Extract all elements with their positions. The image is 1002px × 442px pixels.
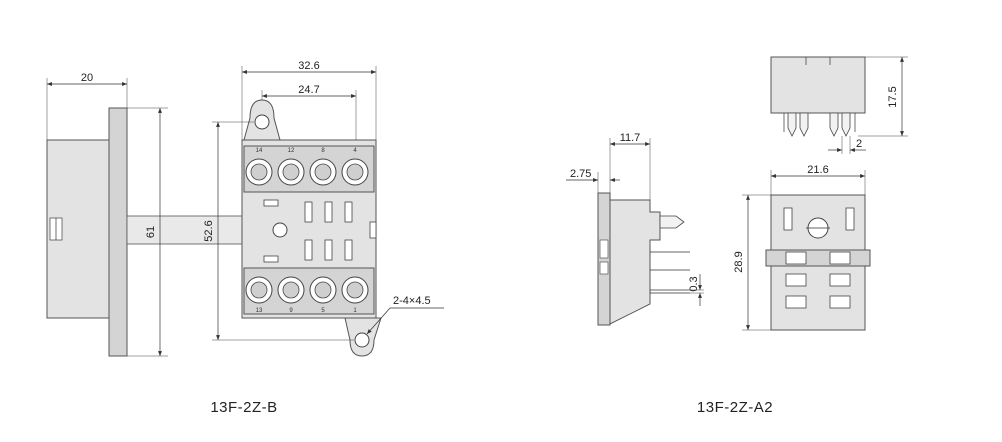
terminal-label: 14 bbox=[256, 148, 263, 154]
a2-pin-pitch-label: 2 bbox=[856, 138, 862, 150]
b-holes-label: 2-4×4.5 bbox=[393, 295, 431, 307]
a2-side-body bbox=[609, 199, 661, 325]
terminal-label: 12 bbox=[288, 148, 295, 154]
b-depth-label: 20 bbox=[81, 72, 93, 84]
terminal-label: 4 bbox=[353, 148, 357, 154]
a2-front-view: 21.6 28.9 bbox=[733, 164, 871, 331]
b-holes-leader bbox=[366, 307, 391, 335]
a2-flange-label: 2.75 bbox=[570, 168, 591, 180]
b-din-rail bbox=[126, 215, 258, 245]
a2-width-label: 21.6 bbox=[807, 164, 828, 176]
a2-pin bbox=[787, 112, 797, 137]
a2-top-view: 17.5 2 bbox=[770, 56, 908, 154]
b-side-flange bbox=[108, 107, 128, 357]
b-top-mount-hole bbox=[254, 114, 270, 130]
terminal: 1 bbox=[341, 276, 369, 314]
terminal: 14 bbox=[245, 148, 273, 186]
a2-height-label: 28.9 bbox=[733, 251, 745, 272]
right-model-caption: 13F-2Z-A2 bbox=[697, 399, 773, 416]
terminal-label: 9 bbox=[289, 308, 293, 314]
a2-pin bbox=[829, 112, 839, 137]
terminal: 4 bbox=[341, 148, 369, 186]
terminal: 5 bbox=[309, 276, 337, 314]
b-front-view: 14 12 8 4 bbox=[203, 60, 444, 357]
b-center-socket bbox=[263, 199, 377, 263]
terminal: 8 bbox=[309, 148, 337, 186]
a2-clip-slot bbox=[845, 207, 855, 231]
terminal-label: 1 bbox=[353, 308, 357, 314]
a2-pin bbox=[841, 112, 851, 137]
b-bottom-mount-hole bbox=[354, 332, 370, 348]
terminal-label: 13 bbox=[256, 308, 263, 314]
b-pitch-label: 24.7 bbox=[298, 84, 319, 96]
a2-side-view: 11.7 2.75 0.3 bbox=[566, 132, 704, 326]
b-center-key-hole bbox=[272, 222, 288, 238]
b-side-view: 20 61 bbox=[46, 72, 258, 357]
b-bottom-terminals: 13 9 5 1 bbox=[243, 267, 375, 315]
terminal: 9 bbox=[277, 276, 305, 314]
terminal: 12 bbox=[277, 148, 305, 186]
left-model-caption: 13F-2Z-B bbox=[210, 399, 277, 416]
a2-pin-height-label: 17.5 bbox=[887, 86, 899, 107]
a2-side-flange bbox=[597, 192, 611, 326]
a2-depth-label: 11.7 bbox=[620, 132, 641, 144]
b-width-label: 32.6 bbox=[298, 60, 319, 72]
a2-pin bbox=[799, 112, 809, 137]
b-height-label: 61 bbox=[145, 226, 157, 238]
terminal: 13 bbox=[245, 276, 273, 314]
b-top-terminals: 14 12 8 4 bbox=[243, 145, 375, 193]
terminal-label: 8 bbox=[321, 148, 325, 154]
terminal-label: 5 bbox=[321, 308, 325, 314]
a2-pin-thickness-label: 0.3 bbox=[688, 276, 700, 291]
a2-side-pin-top bbox=[659, 215, 685, 229]
a2-clip-slot bbox=[783, 207, 793, 231]
a2-top-body bbox=[770, 56, 866, 114]
b-spacing-label: 52.6 bbox=[203, 220, 215, 241]
